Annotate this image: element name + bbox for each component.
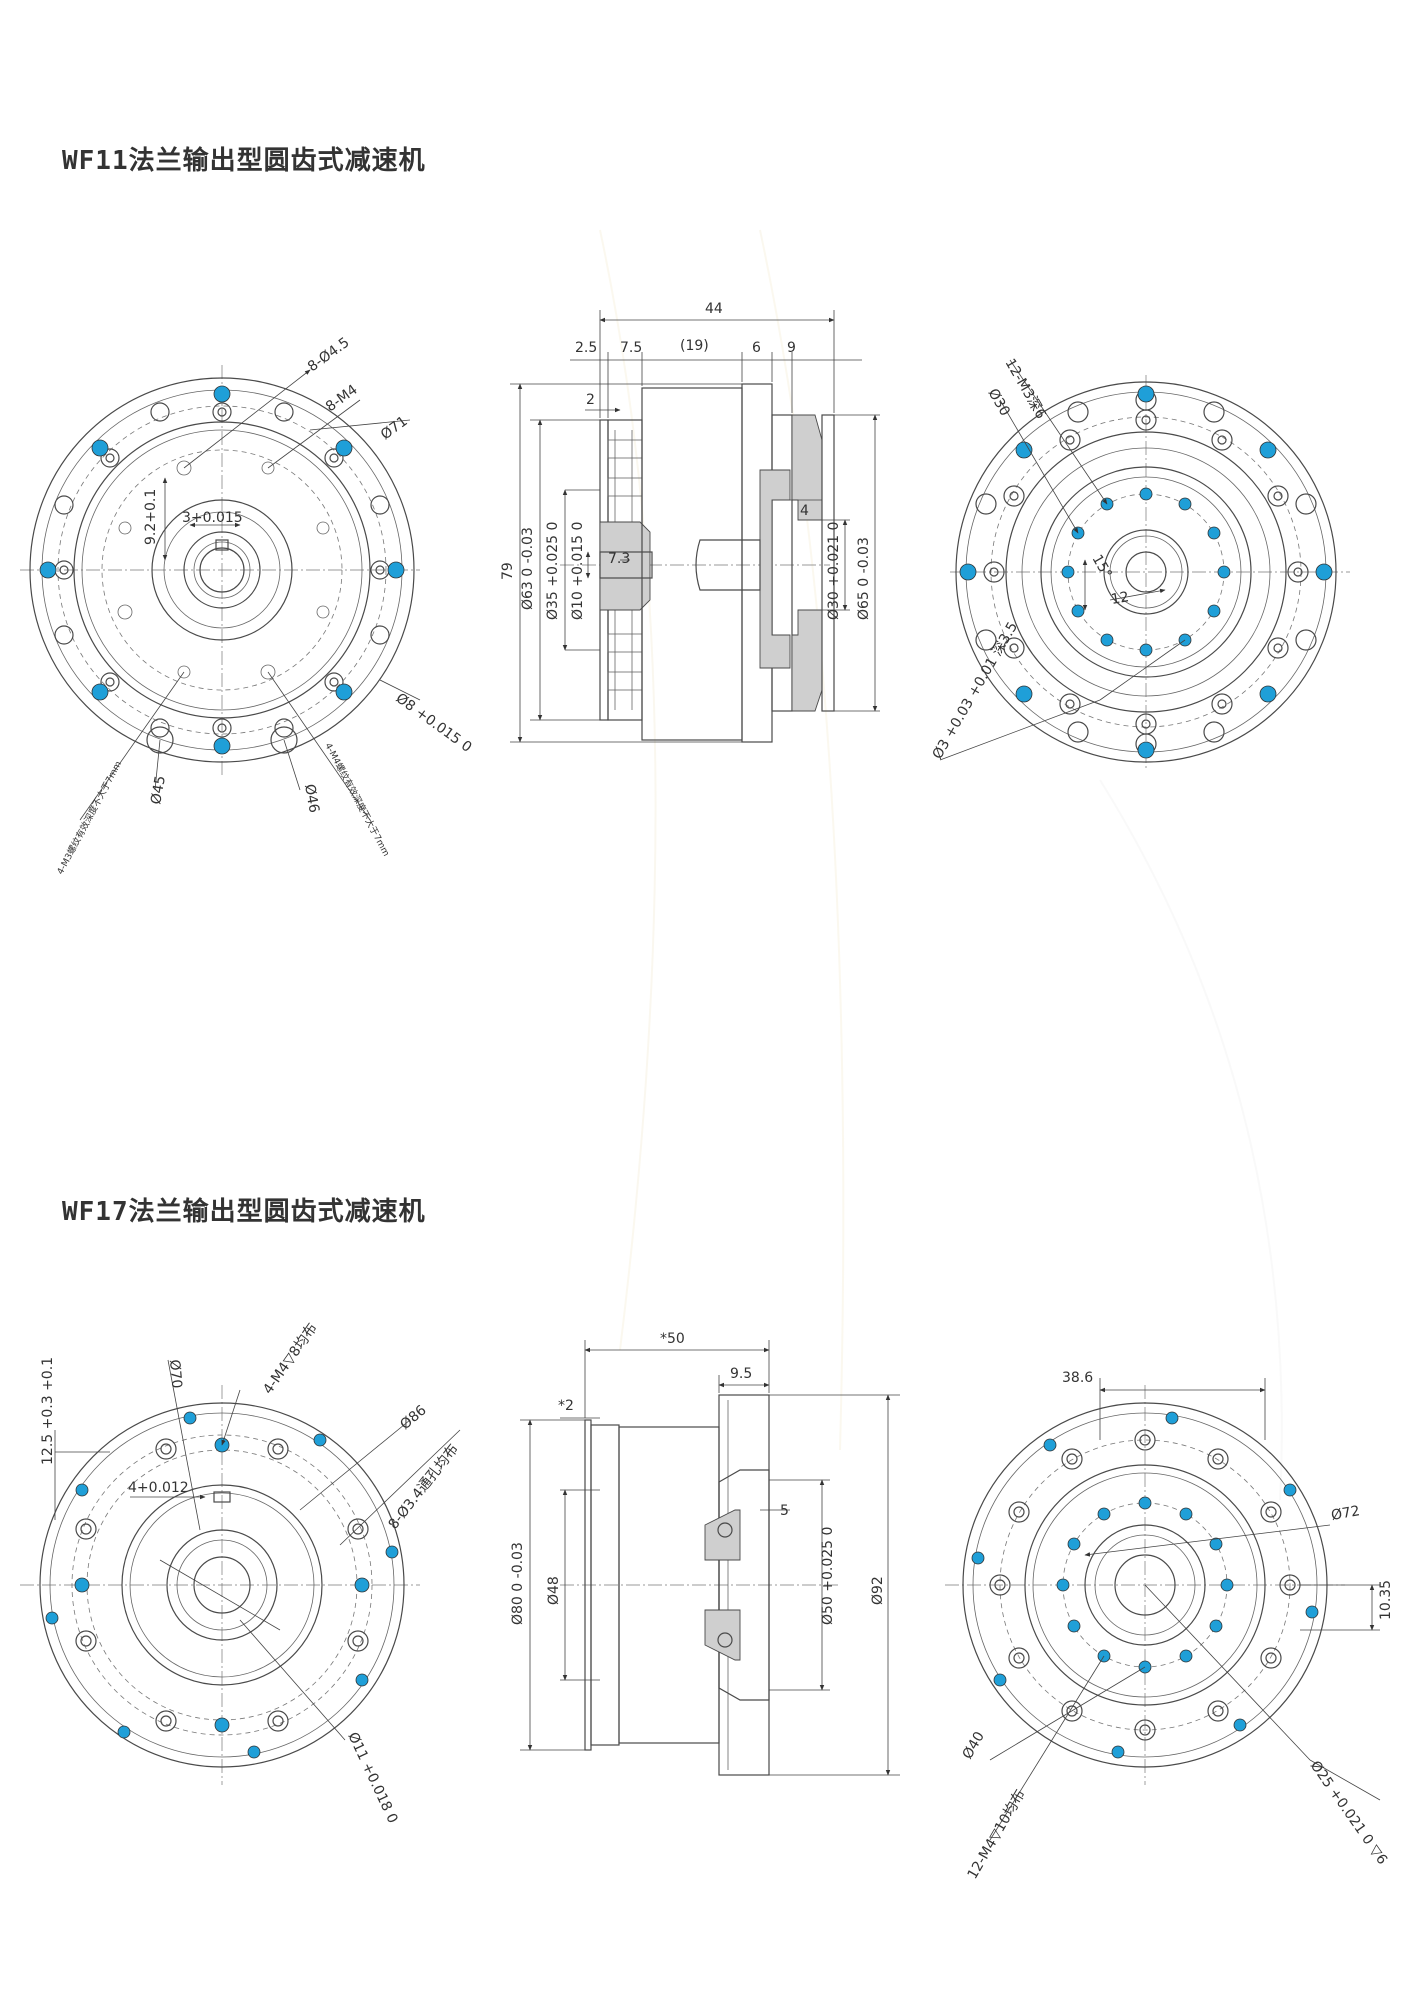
wf11-front-pcd-inner: Ø45	[148, 775, 169, 806]
wf11-side-dia5: Ø65 0 -0.03	[856, 537, 872, 620]
wf17-front-pcd-70: Ø70	[166, 1359, 184, 1389]
wf11-side-depth: 4	[800, 503, 809, 519]
wf17-rear-bore: Ø25 +0.021 0 ▽6	[1307, 1758, 1390, 1868]
wf11-front-view: 8-Ø4.5 8-M4 Ø71 9.2+0.1 3+0.015 Ø8 +0.01…	[20, 335, 475, 877]
wf17-front-blue-holes	[45, 1411, 399, 1759]
wf17-rear-offset: 10.35	[1378, 1580, 1394, 1620]
wf11-front-blue-holes	[39, 385, 405, 755]
wf11-front-offset: 9.2+0.1	[143, 489, 159, 545]
wf17-side-d2: *2	[558, 1398, 574, 1414]
wf11-front-hole-pattern: 8-Ø4.5	[305, 335, 353, 376]
wf17-rear-dia-72: Ø72	[1330, 1503, 1361, 1524]
wf17-front-dia-86: Ø86	[397, 1402, 429, 1433]
wf11-side-overall-length: 44	[705, 301, 723, 317]
wf11-front-pcd-46: Ø46	[301, 783, 322, 814]
wf11-rear-small: 12	[1110, 589, 1130, 608]
wf17-front-thread: 4-M4▽8均布	[260, 1320, 320, 1397]
wf11-side-view: 44 2.5 7.5 (19) 6 9 2 7.3 4 79 Ø63 0 -0.…	[500, 301, 880, 743]
wf17-side-overall-length: *50	[660, 1331, 685, 1347]
wf11-side-dia1: Ø63 0 -0.03	[520, 527, 536, 610]
wf11-rear-view: 12-M3深6 Ø30 15° 12 Ø3 +0.03 +0.01 深3.5	[930, 356, 1350, 770]
wf17-side-dia2: Ø48	[546, 1576, 562, 1605]
wf11-side-dia3: Ø10 +0.015 0	[570, 522, 586, 620]
wf11-rear-blue-holes-outer	[959, 385, 1333, 759]
wf11-side-step: 2	[586, 392, 595, 408]
wf17-rear-view: 38.6 Ø72 10.35 Ø40 12-M4▽10均布 Ø25 +0.021…	[945, 1370, 1394, 1882]
wf17-rear-dist: 38.6	[1062, 1370, 1093, 1386]
wf11-rear-pin: Ø3 +0.03 +0.01 深3.5	[930, 619, 1022, 762]
wf17-front-bore: Ø11 +0.018 0	[344, 1730, 400, 1826]
wf11-side-d5: 9	[787, 340, 796, 356]
wf17-front-tol: 12.5 +0.3 +0.1	[40, 1357, 56, 1465]
wf17-front-view: 12.5 +0.3 +0.1 4+0.012 Ø70 4-M4▽8均布 Ø86 …	[20, 1320, 462, 1826]
wf11-side-height: 79	[500, 562, 516, 580]
wf17-side-d1: 9.5	[730, 1366, 752, 1382]
wf11-side-dia2: Ø35 +0.025 0	[545, 522, 561, 620]
wf17-rear-thread: 12-M4▽10均布	[965, 1787, 1029, 1882]
background-watermark	[599, 229, 1283, 1501]
wf17-side-view: *50 9.5 *2 5 Ø80 0 -0.03 Ø48 Ø50 +0.025 …	[510, 1331, 900, 1776]
wf17-side-dia1: Ø80 0 -0.03	[510, 1542, 526, 1625]
wf11-side-inner: 7.3	[608, 551, 630, 567]
wf11-front-note-right: 4-M4螺纹有效深度不大于7mm	[322, 741, 392, 859]
wf11-side-d1: 2.5	[575, 340, 597, 356]
wf11-front-bore: Ø8 +0.015 0	[393, 690, 475, 756]
section-title-wf17: WF17法兰输出型圆齿式减速机	[62, 1197, 426, 1227]
wf11-side-d4: 6	[752, 340, 761, 356]
wf17-rear-pcd-40: Ø40	[960, 1729, 988, 1762]
wf11-front-note-left: 4-M3螺纹有效深度不大于7mm	[54, 759, 124, 877]
section-title-wf11: WF11法兰输出型圆齿式减速机	[62, 146, 426, 176]
wf17-front-holes: 8-Ø3.4通孔均布	[386, 1441, 462, 1532]
wf17-rear-blue-holes-inner	[1056, 1496, 1234, 1674]
wf11-side-d3: (19)	[680, 338, 709, 354]
wf17-side-depth: 5	[780, 1503, 789, 1519]
wf17-front-key-width: 4+0.012	[128, 1480, 189, 1496]
wf17-side-dia4: Ø92	[870, 1576, 886, 1605]
wf11-rear-angle: 15°	[1089, 552, 1115, 582]
wf11-side-d2: 7.5	[620, 340, 642, 356]
wf17-rear-blue-holes-outer	[971, 1411, 1319, 1759]
wf11-side-dia4: Ø30 +0.021 0	[826, 522, 842, 620]
wf17-side-dia3: Ø50 +0.025 0	[820, 1527, 836, 1625]
wf11-front-thread: 8-M4	[323, 382, 361, 416]
wf11-front-key-width: 3+0.015	[182, 510, 243, 526]
wf11-front-bolt-circle: Ø71	[378, 413, 411, 443]
